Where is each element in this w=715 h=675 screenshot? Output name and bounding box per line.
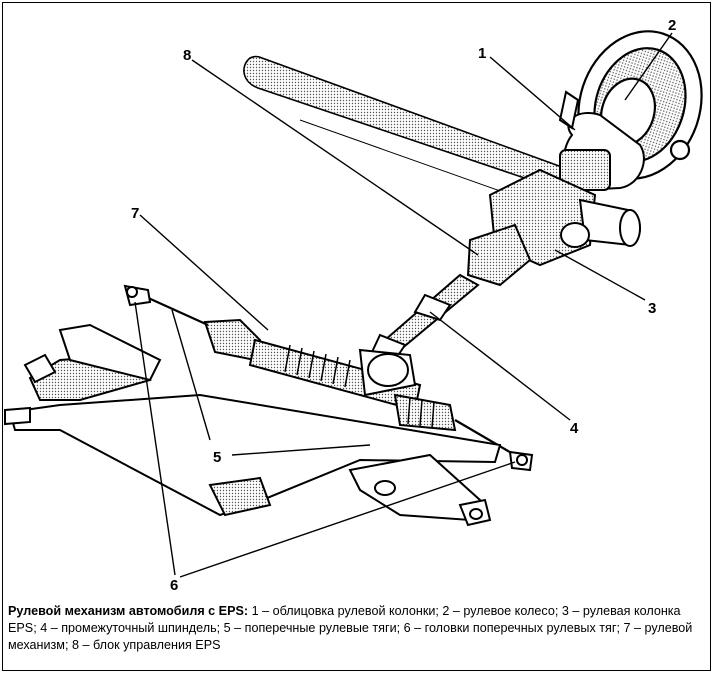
callout-5: 5 [213, 449, 221, 466]
eps-control-unit [466, 223, 532, 287]
figure-caption: Рулевой механизм автомобиля с EPS: 1 – о… [8, 603, 708, 654]
callout-4: 4 [570, 420, 579, 437]
caption-title: Рулевой механизм автомобиля с EPS: [8, 604, 249, 618]
steering-rack [203, 318, 457, 432]
subframe [4, 323, 502, 527]
leader-lines [134, 32, 673, 578]
callout-3: 3 [648, 300, 656, 317]
callout-2: 2 [668, 17, 676, 34]
callout-6: 6 [170, 577, 178, 594]
callout-8: 8 [183, 47, 191, 64]
tie-rod-ends [123, 284, 534, 472]
caption-text: 1 – облицовка рулевой колонки; 2 – рулев… [8, 604, 693, 652]
steering-diagram: 1 2 3 4 5 6 7 8 [4, 17, 703, 594]
callout-7: 7 [131, 205, 139, 222]
callout-1: 1 [478, 45, 486, 62]
intermediate-shaft [370, 273, 480, 362]
column-cover [558, 90, 645, 192]
